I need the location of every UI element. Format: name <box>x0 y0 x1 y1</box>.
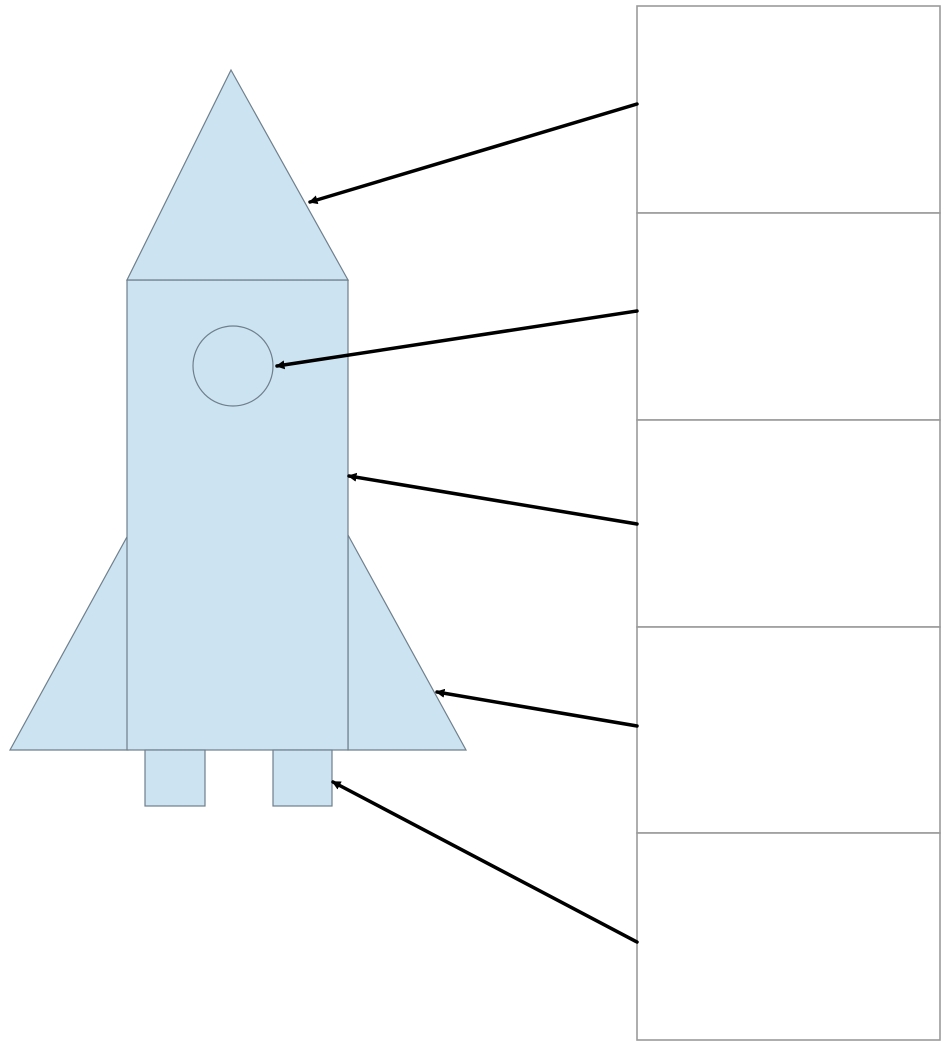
label-box-3[interactable] <box>637 420 940 627</box>
arrow-to-fin <box>437 692 637 726</box>
rocket-right-fin <box>348 535 466 750</box>
label-box-1[interactable] <box>637 6 940 213</box>
label-boxes <box>637 6 940 1040</box>
rocket-nose-cone <box>127 70 348 280</box>
label-box-2[interactable] <box>637 213 940 420</box>
rocket-right-thruster <box>273 750 332 806</box>
arrow-to-thruster <box>333 782 637 942</box>
rocket <box>10 70 466 806</box>
arrow-to-nose-cone <box>310 104 637 202</box>
arrow-to-body <box>349 476 637 524</box>
rocket-left-fin <box>10 535 128 750</box>
rocket-window <box>193 326 273 406</box>
rocket-left-thruster <box>145 750 205 806</box>
label-box-5[interactable] <box>637 833 940 1040</box>
label-box-4[interactable] <box>637 627 940 833</box>
